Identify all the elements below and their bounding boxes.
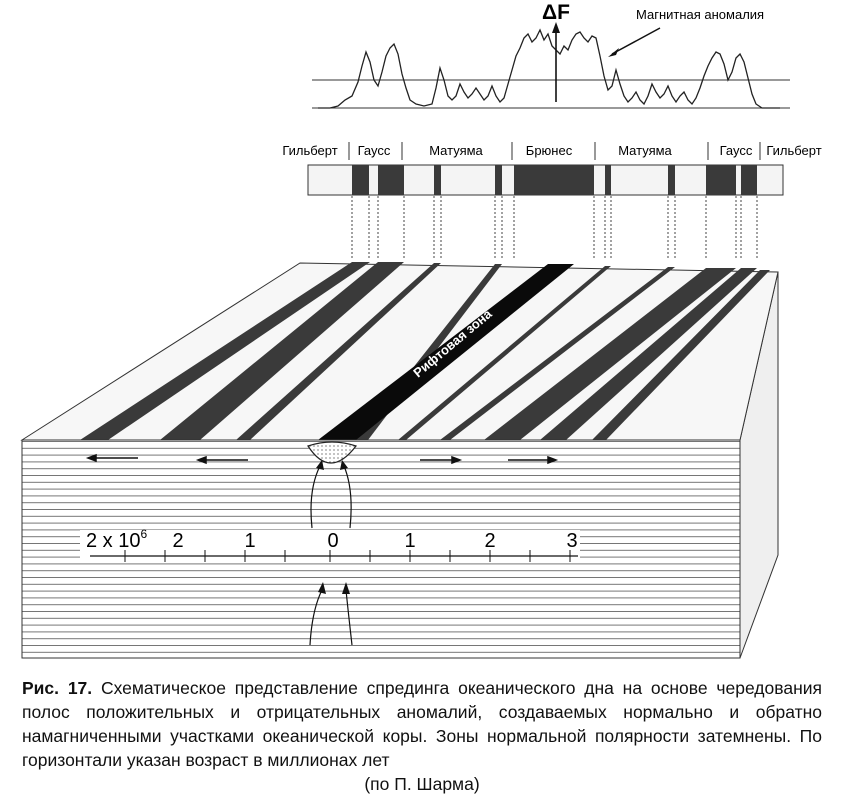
- convection-arrowheads-lower: [318, 582, 350, 594]
- age-scale-tickmarks: [124, 550, 571, 562]
- age-tick-label: 0: [327, 530, 338, 552]
- magnetic-anomaly-profile: ΔF Магнитная аномалия: [312, 1, 790, 109]
- magma-chamber: [307, 441, 357, 464]
- age-scale-prefix: 2 x 106: [86, 527, 147, 552]
- age-tick-label: 2: [172, 530, 183, 552]
- anomaly-pointer-line: [611, 27, 661, 55]
- epoch-label: Гаусс: [358, 143, 391, 158]
- polarity-normal-blocks: [352, 165, 757, 195]
- magnetic-anomaly-title: Магнитная аномалия: [636, 7, 764, 22]
- epoch-label: Гильберт: [766, 143, 821, 158]
- magnetic-stripes: [80, 262, 770, 440]
- figure-number: Рис. 17.: [22, 678, 93, 698]
- rift-zone-stripe: [318, 264, 574, 440]
- convection-arrows-upper: [310, 465, 352, 529]
- anomaly-pointer-arrowhead: [608, 48, 619, 57]
- caption-source: (по П. Шарма): [364, 774, 480, 794]
- age-tick-label: 1: [404, 530, 415, 552]
- polarity-bar: [307, 164, 784, 196]
- age-scale: 2 x 106 2 1 0 1 2 3: [80, 527, 580, 562]
- anomaly-curve: [318, 28, 780, 109]
- ocean-crust-block: Рифтовая зона: [20, 262, 779, 659]
- epoch-label: Гаусс: [720, 143, 753, 158]
- epoch-label: Гильберт: [282, 143, 337, 158]
- epoch-separators: [348, 142, 761, 160]
- epoch-label: Матуяма: [429, 143, 483, 158]
- figure-caption: Рис. 17. Схематическое представление спр…: [22, 676, 822, 796]
- epoch-labels: Гильберт Гаусс Матуяма Брюнес Матуяма Га…: [282, 142, 822, 160]
- spreading-arrows: [85, 453, 559, 465]
- age-tick-label: 2: [484, 530, 495, 552]
- epoch-label: Матуяма: [618, 143, 672, 158]
- seafloor-spreading-diagram: ΔF Магнитная аномалия Гильберт Гаусс Мат…: [20, 1, 822, 659]
- caption-text: Схематическое представление спрединга ок…: [22, 678, 822, 770]
- convection-arrowheads-upper: [316, 460, 348, 470]
- projection-lines: [351, 196, 758, 260]
- delta-f-label: ΔF: [542, 1, 570, 24]
- age-tick-label: 1: [244, 530, 255, 552]
- anomaly-axis-arrowhead: [552, 22, 560, 33]
- age-tick-label: 3: [566, 530, 577, 552]
- epoch-label: Брюнес: [526, 143, 573, 158]
